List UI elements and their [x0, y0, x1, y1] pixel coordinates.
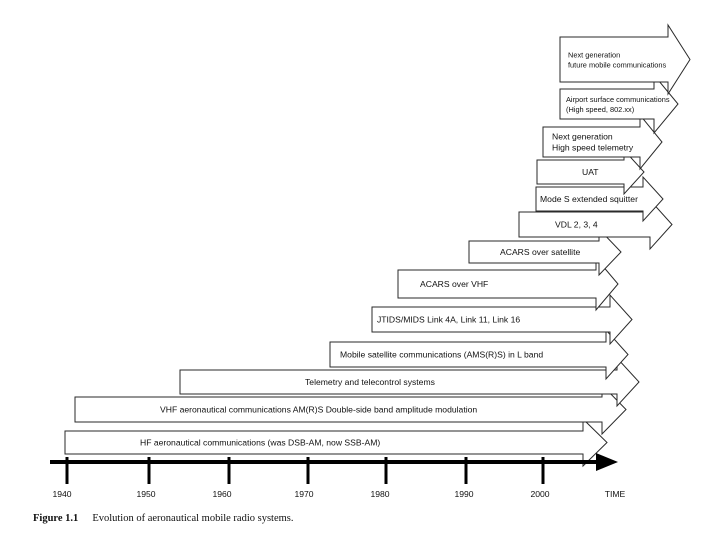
- system-label: JTIDS/MIDS Link 4A, Link 11, Link 16: [377, 315, 520, 325]
- system-label: Next generation: [552, 132, 613, 142]
- year-label: 1950: [136, 489, 155, 499]
- arrow-shape: [397, 256, 619, 312]
- time-axis: 1940 1950 1960 1970 1980 1990 2000 TIME: [50, 453, 626, 499]
- year-label: 1970: [294, 489, 313, 499]
- system-arrow: Telemetry and telecontrol systems: [179, 356, 640, 408]
- system-label: VDL 2, 3, 4: [555, 220, 598, 230]
- time-label: TIME: [605, 489, 626, 499]
- system-arrow: Airport surface communications(High spee…: [559, 73, 679, 135]
- system-arrow: UAT: [536, 148, 645, 196]
- arrow-shape: [468, 227, 622, 277]
- system-label: Next generation: [568, 51, 620, 60]
- arrow-shape: [179, 356, 640, 408]
- system-label: ACARS over satellite: [500, 247, 580, 257]
- system-arrows: HF aeronautical communications (was DSB-…: [64, 23, 691, 468]
- arrow-shape: [559, 73, 679, 135]
- system-label: HF aeronautical communications (was DSB-…: [140, 438, 380, 448]
- system-label: Airport surface communications: [566, 95, 670, 104]
- system-label: (High speed, 802.xx): [566, 105, 634, 114]
- year-label: 1960: [212, 489, 231, 499]
- arrow-shape: [64, 417, 608, 468]
- year-label: 2000: [530, 489, 549, 499]
- system-label: Telemetry and telecontrol systems: [305, 377, 435, 387]
- system-label: VHF aeronautical communications AM(R)S D…: [160, 405, 477, 415]
- system-label: UAT: [582, 167, 599, 177]
- arrow-shape: [329, 328, 629, 381]
- arrow-shape: [542, 113, 663, 171]
- system-arrow: Mode S extended squitter: [535, 175, 664, 223]
- arrow-shape: [74, 383, 627, 436]
- system-arrow: Mobile satellite communications (AMS(R)S…: [329, 328, 629, 381]
- system-label: Mobile satellite communications (AMS(R)S…: [340, 350, 543, 360]
- figure-caption: Figure 1.1 Evolution of aeronautical mobi…: [33, 513, 294, 524]
- year-label: 1940: [52, 489, 71, 499]
- arrow-shape: [371, 293, 633, 346]
- system-label: High speed telemetry: [552, 143, 634, 153]
- system-arrow: HF aeronautical communications (was DSB-…: [64, 417, 608, 468]
- system-label: future mobile communications: [568, 61, 666, 70]
- arrow-shape: [536, 148, 645, 196]
- system-label: Mode S extended squitter: [540, 194, 638, 204]
- system-arrow: VHF aeronautical communications AM(R)S D…: [74, 383, 627, 436]
- system-arrow: JTIDS/MIDS Link 4A, Link 11, Link 16: [371, 293, 633, 346]
- caption-figure-number: Figure 1.1: [33, 513, 79, 524]
- axis-arrowhead: [596, 453, 618, 471]
- year-label: 1980: [370, 489, 389, 499]
- arrow-shape: [559, 23, 691, 96]
- caption-text: Evolution of aeronautical mobile radio s…: [92, 513, 294, 524]
- system-label: ACARS over VHF: [420, 279, 488, 289]
- arrow-shape: [535, 175, 664, 223]
- system-arrow: ACARS over satellite: [468, 227, 622, 277]
- year-label: 1990: [454, 489, 473, 499]
- system-arrow: ACARS over VHF: [397, 256, 619, 312]
